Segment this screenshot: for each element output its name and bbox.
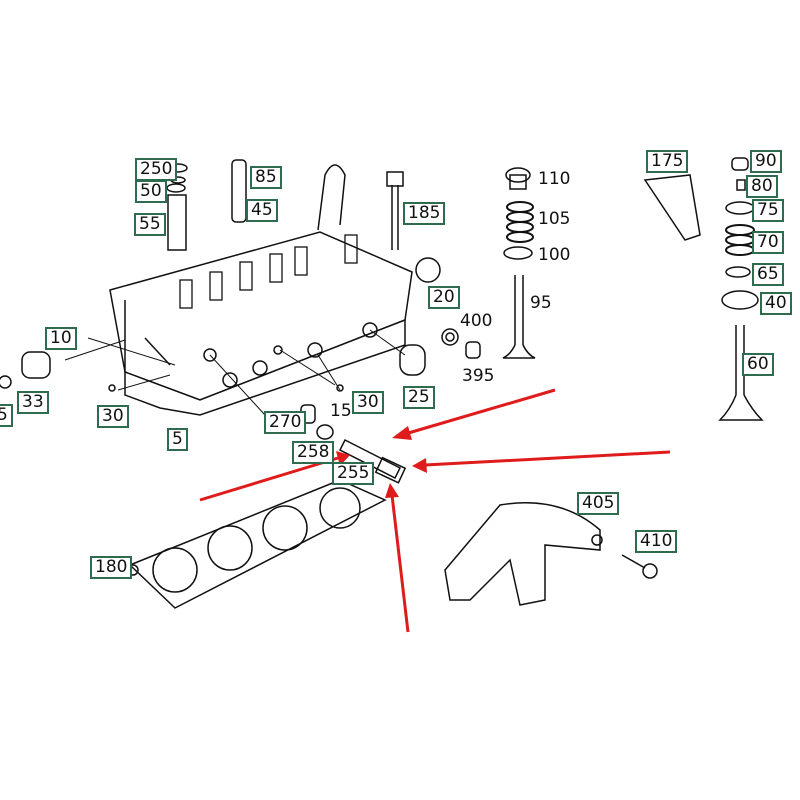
part-label-60: 60 xyxy=(742,353,774,376)
valve-column-center xyxy=(502,167,536,359)
part-label-110: 110 xyxy=(538,169,571,189)
part-label-5-left: 5 xyxy=(0,404,13,427)
valve-column-right xyxy=(643,157,764,421)
part-label-33: 33 xyxy=(17,391,49,414)
part-label-5: 5 xyxy=(167,428,188,451)
part-label-75: 75 xyxy=(752,199,784,222)
red-arrows xyxy=(199,388,671,633)
part-label-258: 258 xyxy=(292,441,335,464)
part-label-85: 85 xyxy=(250,166,282,189)
part-label-50: 50 xyxy=(135,180,167,203)
injector-sleeve xyxy=(338,438,407,484)
part-label-400: 400 xyxy=(460,311,493,331)
part-label-185: 185 xyxy=(403,202,446,225)
part-label-90: 90 xyxy=(750,150,782,173)
part-label-15: 15 xyxy=(330,401,352,421)
part-label-65: 65 xyxy=(752,263,784,286)
part-label-405: 405 xyxy=(577,492,620,515)
part-label-10: 10 xyxy=(45,327,77,350)
part-label-30b: 30 xyxy=(352,391,384,414)
bracket xyxy=(444,502,658,606)
part-label-175: 175 xyxy=(646,150,689,173)
leader-lines xyxy=(64,329,406,416)
part-label-105: 105 xyxy=(538,209,571,229)
valve-springs xyxy=(179,234,358,309)
part-label-25: 25 xyxy=(403,386,435,409)
part-label-255: 255 xyxy=(332,462,375,485)
head-gasket xyxy=(127,479,387,609)
part-label-250: 250 xyxy=(135,158,178,181)
part-label-180: 180 xyxy=(90,556,133,579)
part-label-100: 100 xyxy=(538,245,571,265)
small-parts xyxy=(0,159,481,440)
part-label-55: 55 xyxy=(134,213,166,236)
part-label-40: 40 xyxy=(760,292,792,315)
part-label-70: 70 xyxy=(752,231,784,254)
part-label-20: 20 xyxy=(428,286,460,309)
cylinder-head xyxy=(109,164,413,416)
part-label-80: 80 xyxy=(746,175,778,198)
part-label-95: 95 xyxy=(530,293,552,313)
part-label-30: 30 xyxy=(97,405,129,428)
part-label-395: 395 xyxy=(462,366,495,386)
part-label-45: 45 xyxy=(246,199,278,222)
part-label-410: 410 xyxy=(635,530,678,553)
part-label-270: 270 xyxy=(264,411,307,434)
